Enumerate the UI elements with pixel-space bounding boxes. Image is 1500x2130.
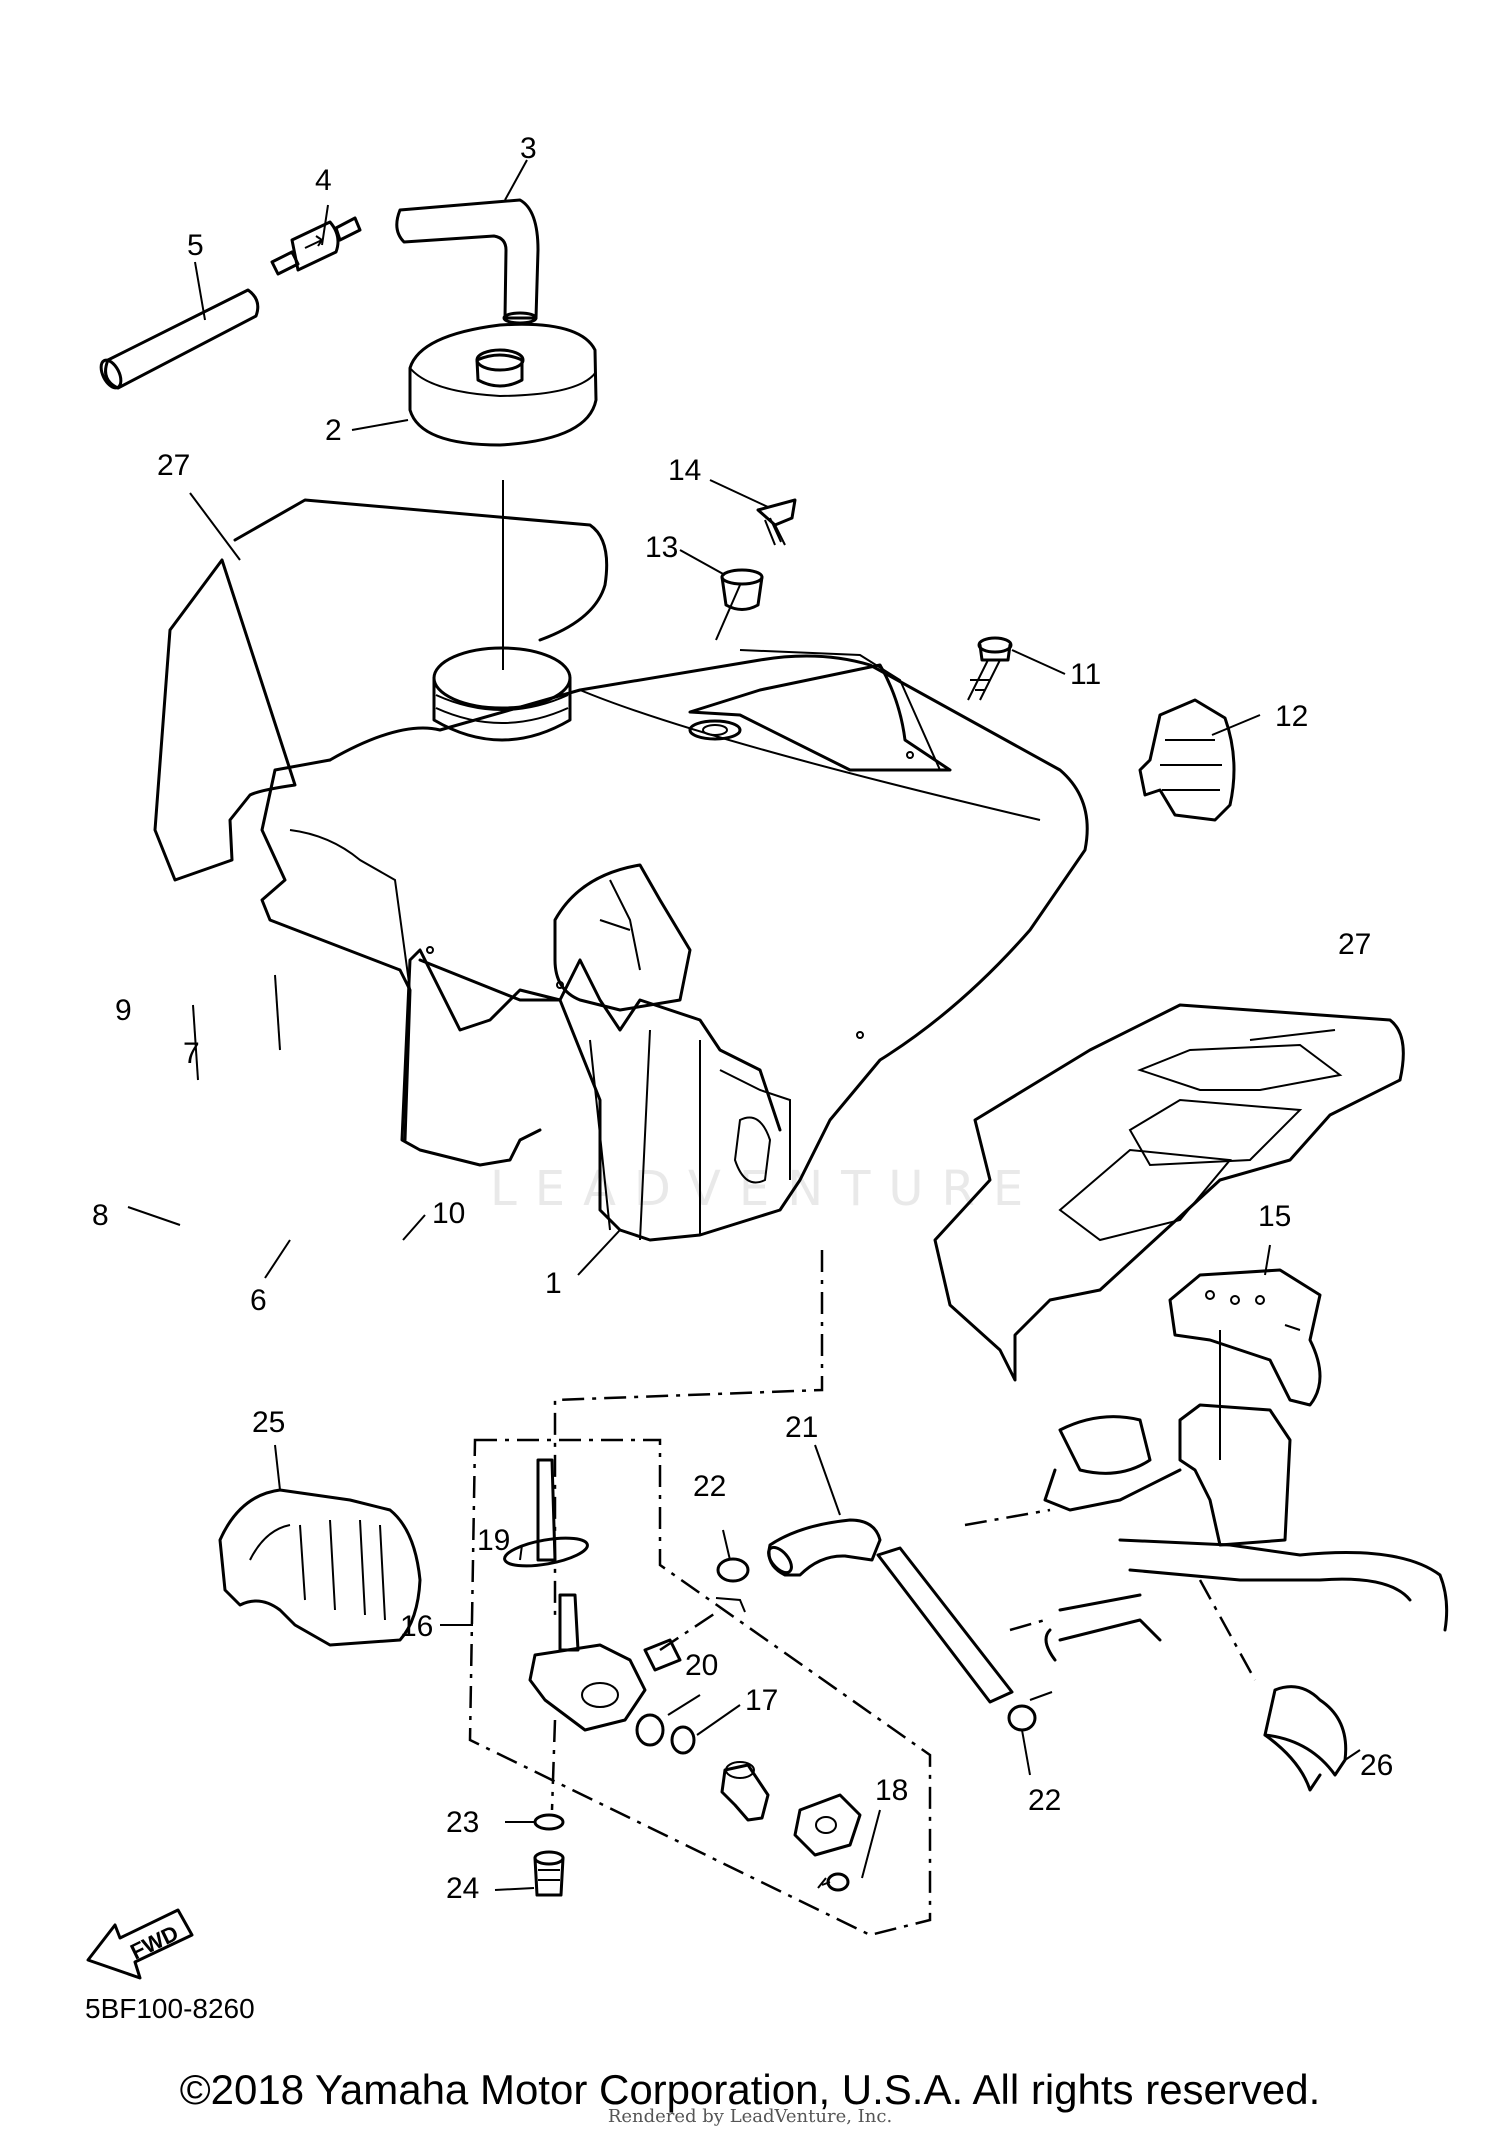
callout-8: 8	[92, 1199, 109, 1232]
part-lever	[720, 1761, 770, 1822]
part-bolt-11	[967, 636, 1013, 701]
callout-10: 10	[432, 1197, 465, 1230]
part-bracket-15	[1168, 1268, 1322, 1407]
part-side-cover-27-right	[933, 1003, 1405, 1382]
copyright-notice: ©2018 Yamaha Motor Corporation, U.S.A. A…	[179, 2066, 1321, 2113]
callout-27-left: 27	[157, 449, 190, 482]
side-cover-graphics	[1058, 1043, 1343, 1242]
callout-24: 24	[446, 1872, 479, 1905]
part-side-cover-27-left	[153, 498, 609, 882]
petcock-assembly-box	[468, 1438, 932, 1937]
part-protector-26	[1263, 1685, 1348, 1792]
callout-labels: 3 4 5 2 27 14 13 11 12 27 9 7 8 6 10 1 1…	[92, 132, 1393, 1905]
callout-21: 21	[785, 1411, 818, 1444]
part-collar-13	[720, 568, 764, 611]
part-hose-5	[99, 288, 260, 390]
part-clip-12	[1138, 698, 1236, 822]
part-breather-hose-3	[395, 198, 540, 325]
callout-26: 26	[1360, 1749, 1393, 1782]
part-gasket-plate	[793, 1793, 862, 1857]
callout-17: 17	[745, 1684, 778, 1717]
callout-3: 3	[520, 132, 537, 165]
part-clip-22-lower	[1007, 1691, 1053, 1732]
callout-leaders	[127, 159, 1361, 1891]
part-petcock-body	[528, 1593, 721, 1811]
fwd-label: FWD	[126, 1920, 182, 1964]
callout-22-upper: 22	[693, 1470, 726, 1503]
part-fuel-tank-1	[260, 646, 1089, 1242]
callout-14: 14	[668, 454, 701, 487]
callout-18: 18	[875, 1774, 908, 1807]
callout-15: 15	[1258, 1200, 1291, 1233]
callout-11: 11	[1070, 658, 1101, 691]
callout-23: 23	[446, 1806, 479, 1839]
fwd-arrow: FWD	[86, 1908, 194, 1980]
callout-22-lower: 22	[1028, 1784, 1061, 1817]
part-screw-14	[756, 498, 797, 546]
part-o-ring-19	[503, 1458, 589, 1568]
callout-25: 25	[252, 1406, 285, 1439]
callout-20: 20	[685, 1649, 718, 1682]
rendered-by-note: Rendered by LeadVenture, Inc.	[607, 2106, 893, 2127]
callout-27-right: 27	[1338, 928, 1371, 961]
part-check-valve-4	[270, 216, 362, 276]
part-bolt-24	[533, 1850, 565, 1897]
part-washer-17	[670, 1725, 696, 1755]
callout-7: 7	[183, 1037, 200, 1070]
part-washer-23	[533, 1813, 565, 1831]
fuel-line-dash	[553, 1250, 824, 1620]
part-seal-20	[635, 1713, 665, 1747]
frame-section	[964, 1403, 1449, 1681]
diagram-code: 5BF100-8260	[85, 1993, 255, 2024]
part-fuel-hose-21	[767, 1518, 1014, 1704]
callout-1: 1	[545, 1267, 562, 1300]
bolt13-guide	[715, 584, 741, 641]
callout-13: 13	[645, 531, 678, 564]
callout-19: 19	[477, 1524, 510, 1557]
callout-12: 12	[1275, 700, 1308, 733]
callout-5: 5	[187, 229, 204, 262]
part-guard-25	[218, 1488, 422, 1647]
callout-6: 6	[250, 1284, 267, 1317]
callout-4: 4	[315, 164, 332, 197]
part-screw-18	[817, 1872, 850, 1892]
watermark-text: LEADVENTURE	[490, 1161, 1041, 1217]
part-clip-22-upper	[715, 1557, 750, 1613]
callout-2: 2	[325, 414, 342, 447]
part-fuel-cap-2	[408, 322, 598, 447]
callout-9: 9	[115, 994, 132, 1027]
callout-16: 16	[400, 1610, 433, 1643]
